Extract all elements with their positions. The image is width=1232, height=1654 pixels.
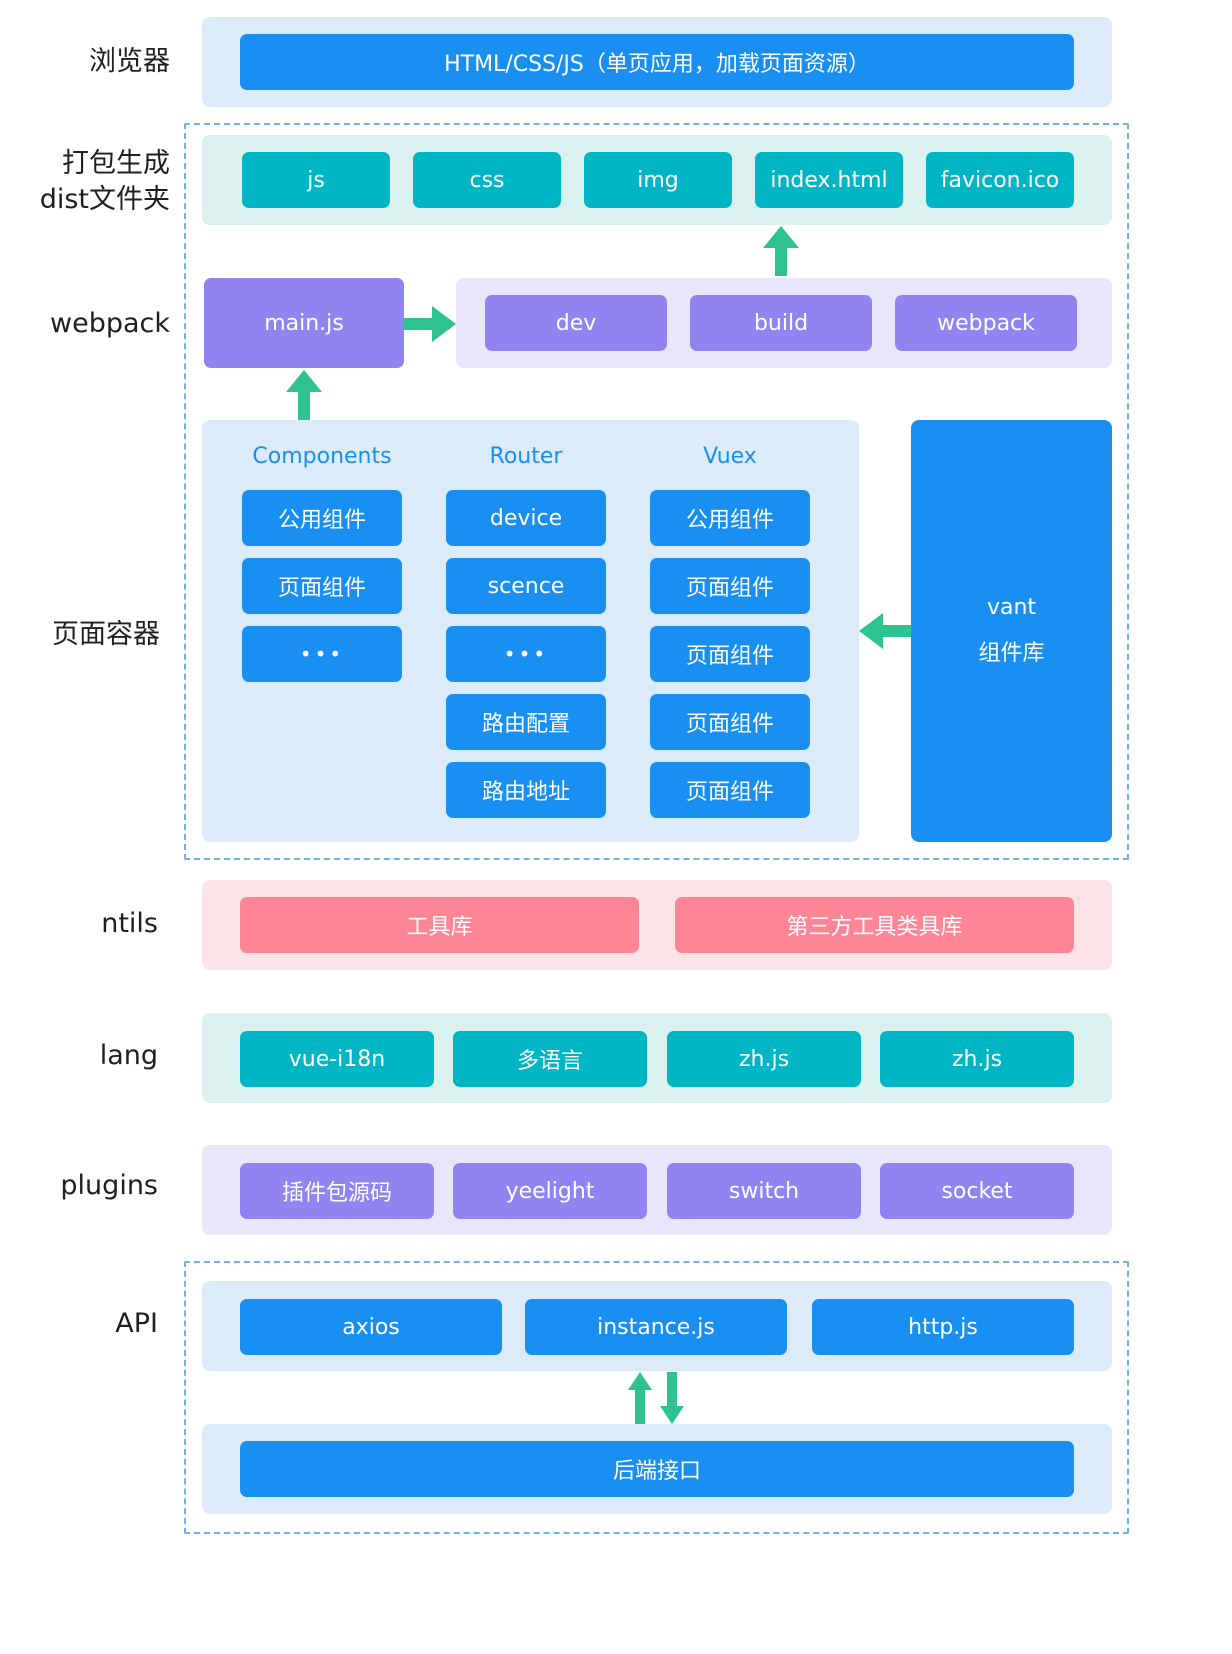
- row-label-utils: ntils: [101, 908, 158, 939]
- bidirectional-arrow-icon: [628, 1372, 684, 1424]
- vuex-item[interactable]: 公用组件: [650, 490, 810, 546]
- plugins-item-socket[interactable]: socket: [880, 1163, 1074, 1219]
- router-item[interactable]: device: [446, 490, 606, 546]
- backend-api-box[interactable]: 后端接口: [240, 1441, 1074, 1497]
- api-item-axios[interactable]: axios: [240, 1299, 502, 1355]
- vant-subtitle: 组件库: [978, 641, 1045, 666]
- dist-item-favicon[interactable]: favicon.ico: [926, 152, 1074, 208]
- arrow-up-build-to-dist-icon: [763, 226, 799, 276]
- dist-item-css[interactable]: css: [413, 152, 561, 208]
- api-dashed-frame: [184, 1261, 1129, 1534]
- components-item-more[interactable]: •••: [242, 626, 402, 682]
- row-label-api: API: [115, 1308, 158, 1339]
- vuex-item[interactable]: 页面组件: [650, 762, 810, 818]
- router-item[interactable]: 路由配置: [446, 694, 606, 750]
- vant-title: vant: [986, 595, 1037, 620]
- components-item[interactable]: 公用组件: [242, 490, 402, 546]
- row-label-dist-line2: dist文件夹: [39, 184, 170, 215]
- vuex-item[interactable]: 页面组件: [650, 694, 810, 750]
- utils-item-tools[interactable]: 工具库: [240, 897, 639, 953]
- row-label-page-container: 页面容器: [52, 619, 160, 650]
- column-title-router: Router: [489, 444, 563, 469]
- arrow-up-container-to-main-icon: [286, 370, 322, 420]
- plugins-item-switch[interactable]: switch: [667, 1163, 861, 1219]
- row-label-plugins: plugins: [60, 1170, 158, 1201]
- api-item-http[interactable]: http.js: [812, 1299, 1074, 1355]
- column-title-components: Components: [252, 444, 392, 469]
- dist-item-index-html[interactable]: index.html: [755, 152, 903, 208]
- lang-item-zh-js-2[interactable]: zh.js: [880, 1031, 1074, 1087]
- webpack-item-dev[interactable]: dev: [485, 295, 667, 351]
- arrow-left-vant-to-container-icon: [859, 613, 911, 649]
- router-item-more[interactable]: •••: [446, 626, 606, 682]
- dist-item-js[interactable]: js: [242, 152, 390, 208]
- webpack-item-webpack[interactable]: webpack: [895, 295, 1077, 351]
- api-item-instance[interactable]: instance.js: [525, 1299, 787, 1355]
- utils-item-third-party[interactable]: 第三方工具类具库: [675, 897, 1074, 953]
- row-label-dist-line1: 打包生成: [62, 148, 170, 179]
- vuex-item[interactable]: 页面组件: [650, 558, 810, 614]
- plugins-item-yeelight[interactable]: yeelight: [453, 1163, 647, 1219]
- webpack-item-build[interactable]: build: [690, 295, 872, 351]
- lang-item-vue-i18n[interactable]: vue-i18n: [240, 1031, 434, 1087]
- main-js-box[interactable]: main.js: [204, 278, 404, 368]
- row-label-browser: 浏览器: [89, 46, 170, 77]
- lang-item-zh-js[interactable]: zh.js: [667, 1031, 861, 1087]
- vant-component-library[interactable]: vant 组件库: [911, 420, 1112, 842]
- browser-box[interactable]: HTML/CSS/JS（单页应用，加载页面资源）: [240, 34, 1074, 90]
- plugins-item-source[interactable]: 插件包源码: [240, 1163, 434, 1219]
- arrow-right-main-to-webpack-icon: [404, 306, 456, 342]
- lang-item-multilang[interactable]: 多语言: [453, 1031, 647, 1087]
- build-dashed-frame: [184, 123, 1129, 860]
- row-label-webpack: webpack: [50, 308, 170, 339]
- components-item[interactable]: 页面组件: [242, 558, 402, 614]
- router-item[interactable]: 路由地址: [446, 762, 606, 818]
- row-label-lang: lang: [99, 1040, 158, 1071]
- dist-item-img[interactable]: img: [584, 152, 732, 208]
- vuex-item[interactable]: 页面组件: [650, 626, 810, 682]
- router-item[interactable]: scence: [446, 558, 606, 614]
- column-title-vuex: Vuex: [703, 444, 757, 469]
